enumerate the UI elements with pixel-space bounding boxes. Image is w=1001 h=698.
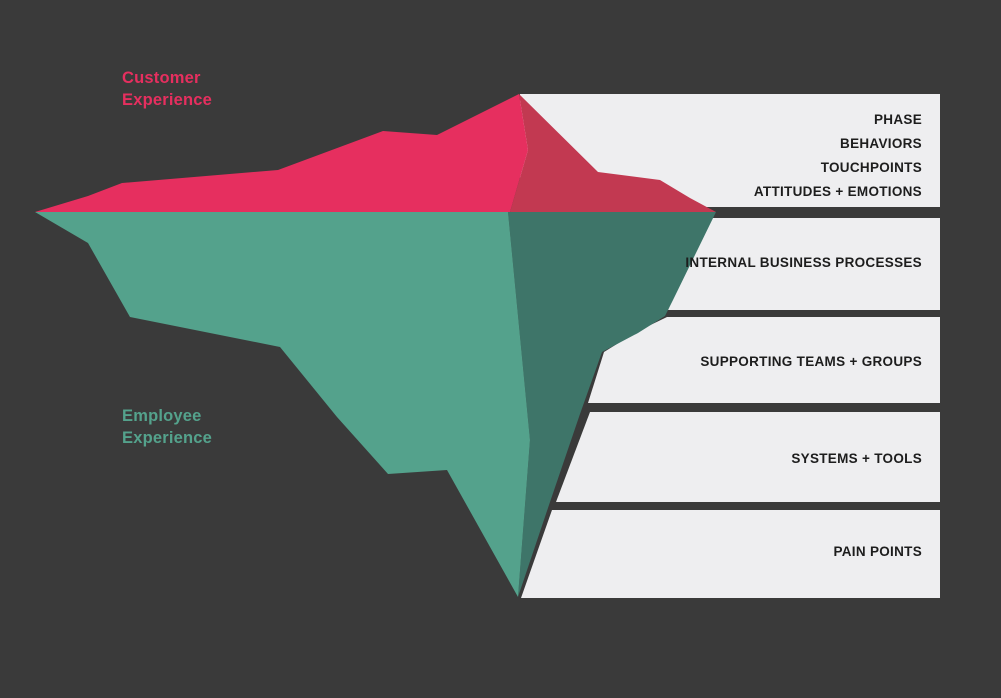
panel-supporting-teams-groups <box>588 317 940 403</box>
customer-iceberg-above-water <box>35 94 528 212</box>
customer-experience-label-line1: Customer <box>122 69 201 87</box>
pain-points-label: PAIN POINTS <box>833 544 922 559</box>
touchpoints-label: TOUCHPOINTS <box>820 160 922 175</box>
employee-experience-label-line2: Experience <box>122 429 213 447</box>
phase-label: PHASE <box>873 112 922 127</box>
internal-business-processes-label: INTERNAL BUSINESS PROCESSES <box>685 255 922 270</box>
employee-experience-label-line1: Employee <box>122 407 202 425</box>
surface-panel-labels: PHASE BEHAVIORS TOUCHPOINTS ATTITUDES + … <box>754 108 922 204</box>
employee-experience-label: Employee Experience <box>122 405 212 449</box>
employee-iceberg-below-water <box>35 212 530 597</box>
panel-systems-tools <box>556 412 940 502</box>
customer-experience-label-line2: Experience <box>122 91 213 109</box>
panel-pain-points <box>521 510 940 598</box>
behaviors-label: BEHAVIORS <box>840 136 922 151</box>
attitudes-emotions-label: ATTITUDES + EMOTIONS <box>753 184 922 199</box>
supporting-teams-groups-label: SUPPORTING TEAMS + GROUPS <box>700 354 922 369</box>
customer-iceberg-shadow-facet <box>510 94 716 212</box>
customer-experience-label: Customer Experience <box>122 67 212 111</box>
employee-iceberg-shadow-facet <box>508 212 716 597</box>
systems-tools-label: SYSTEMS + TOOLS <box>791 451 922 466</box>
panel-internal-business-processes <box>668 218 940 310</box>
